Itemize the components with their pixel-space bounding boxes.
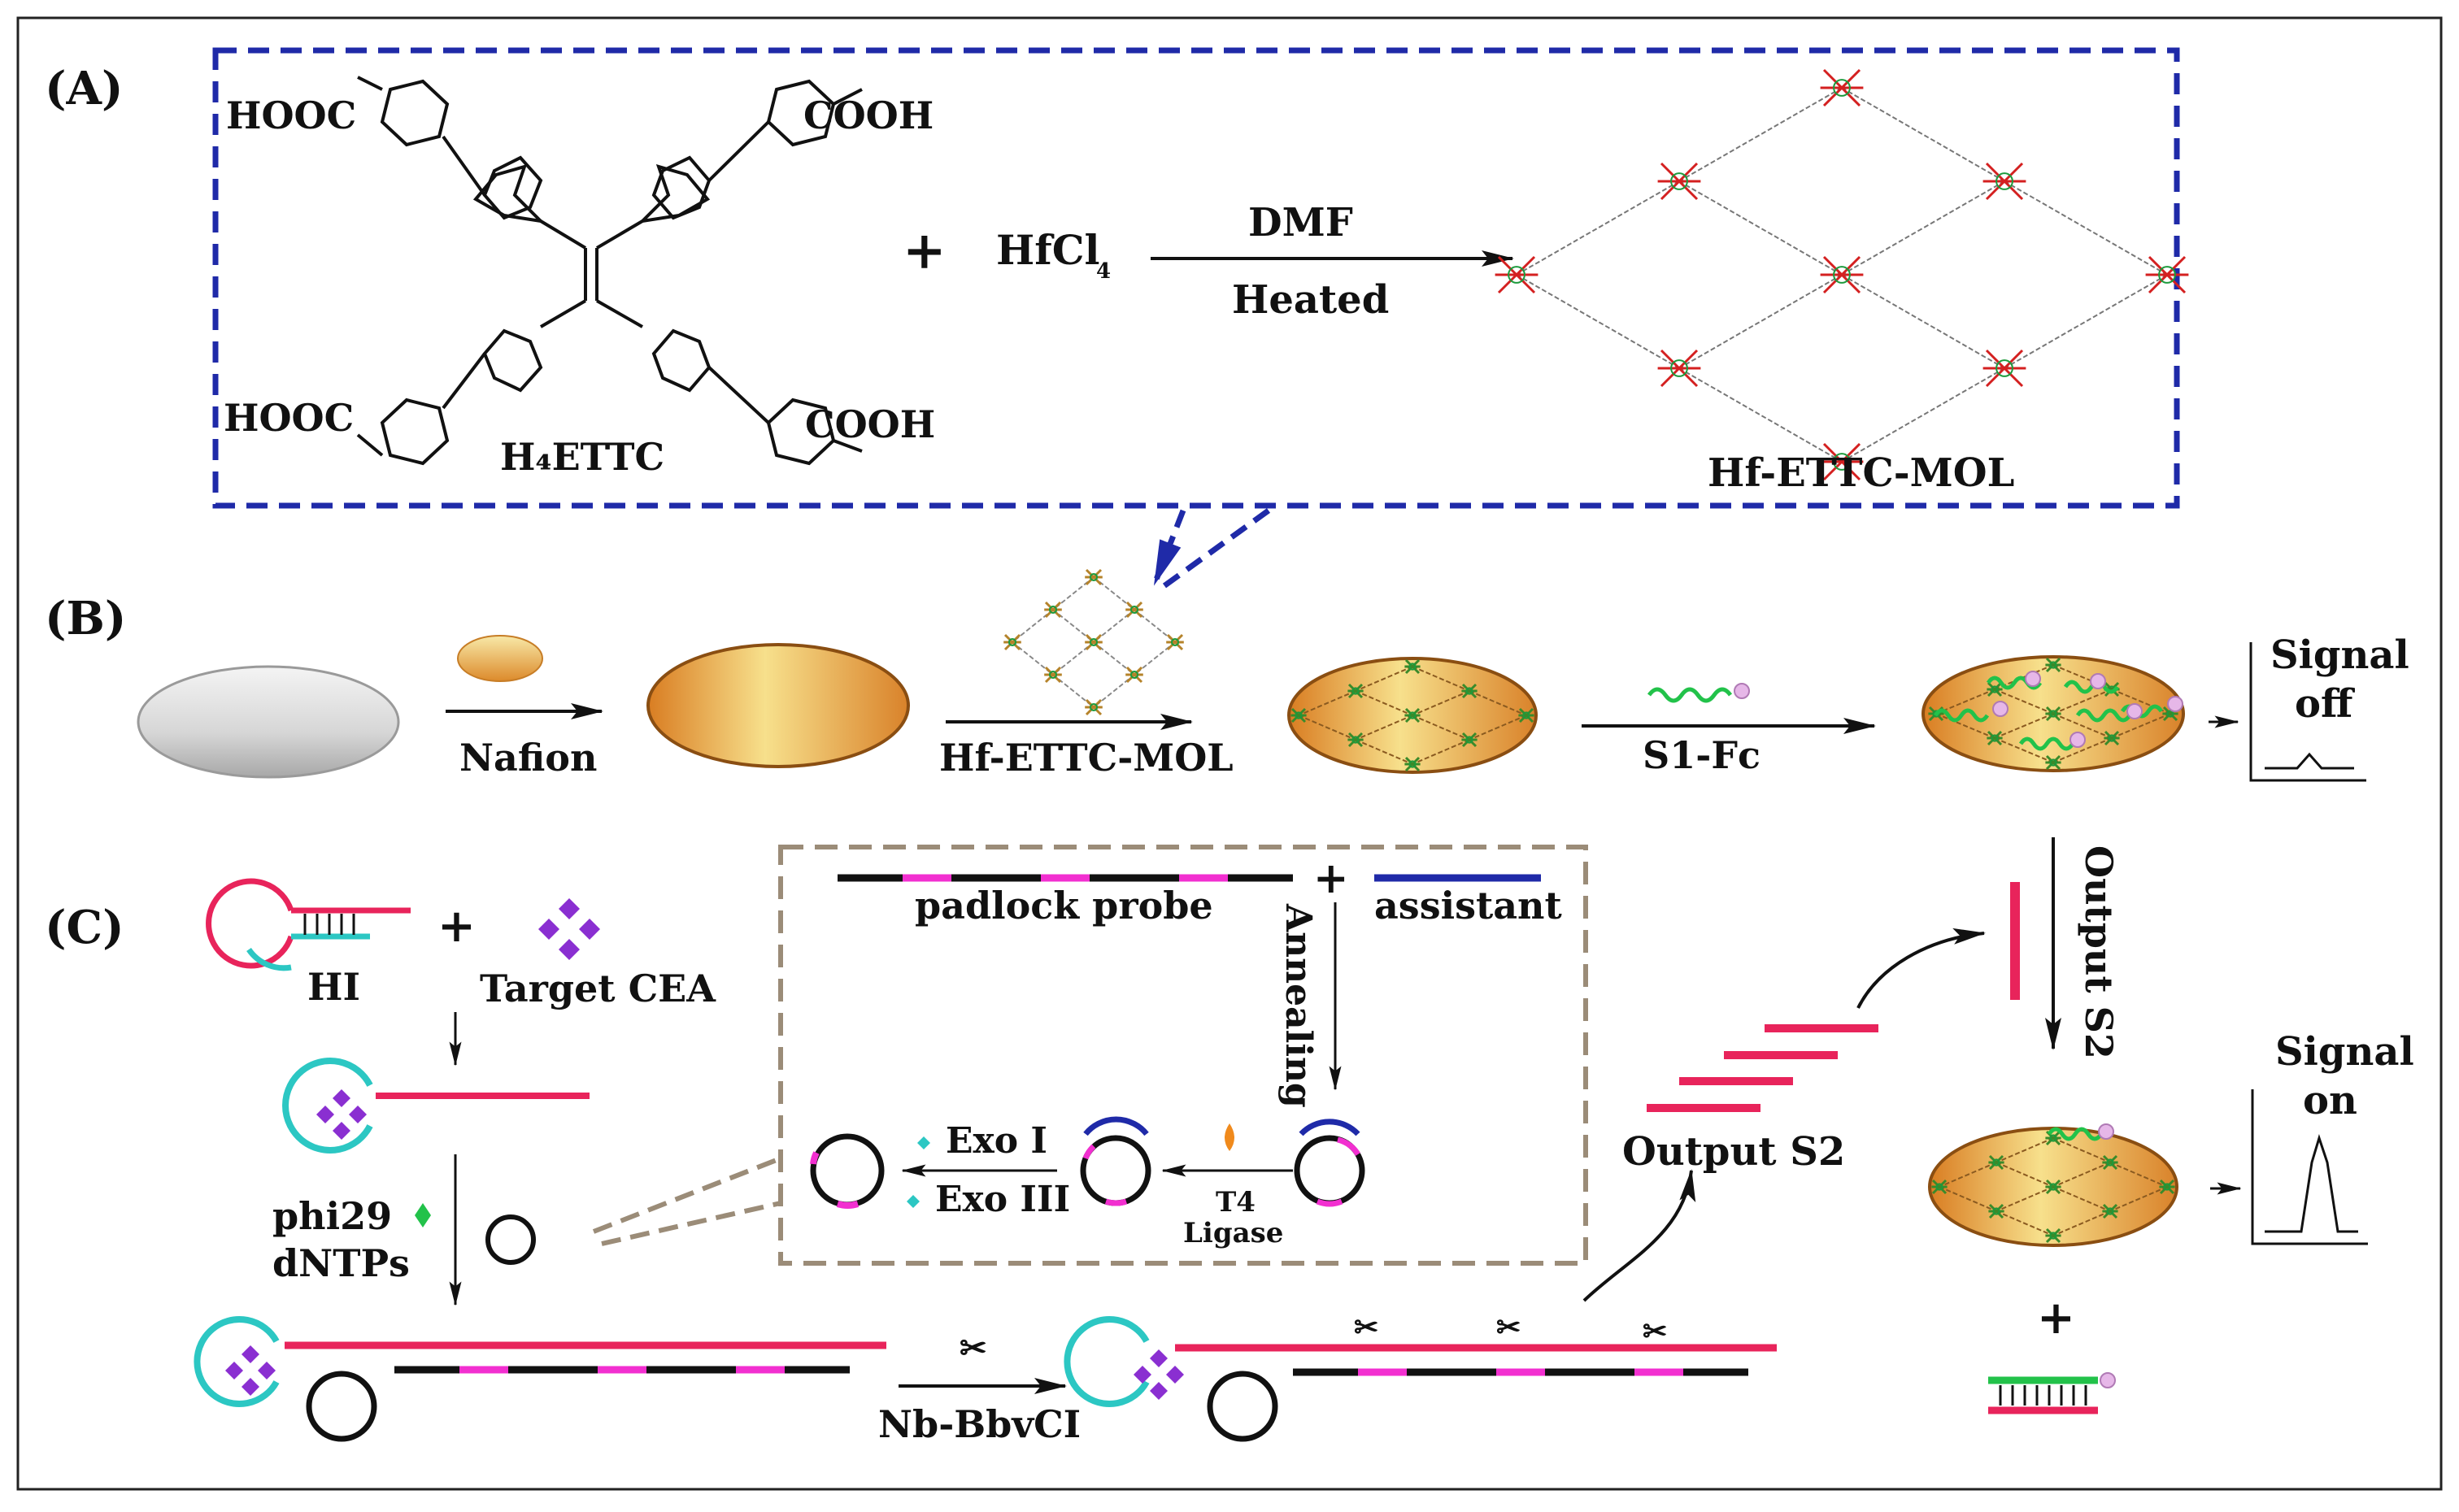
signal-off-plot [2249, 642, 2366, 782]
annealed-assistant [1299, 1119, 1360, 1136]
opened-hairpin [282, 1058, 373, 1154]
signal-off-line2: off [2295, 681, 2355, 727]
ferrocene-icon [1734, 683, 1750, 699]
nicking-label: Nb-BbvCI [878, 1402, 1081, 1446]
padlock-inset [778, 845, 1588, 1266]
acid-group-top-left: HOOC [226, 93, 356, 137]
cea-icon [538, 898, 600, 960]
padlock-label: padlock probe [915, 884, 1213, 928]
plus-sign-bottom: + [2037, 1291, 2075, 1345]
remaining-s1-strand [2047, 1127, 2104, 1141]
rca-hairpin [194, 1316, 280, 1407]
bound-cea-icon [316, 1089, 367, 1140]
s1fc-label: S1-Fc [1643, 733, 1760, 777]
mol-on-electrode-final [1931, 1130, 2175, 1244]
outer-frame [16, 16, 2443, 1491]
plus-sign-inset: + [1313, 854, 1349, 903]
ligase-line2: Ligase [1183, 1217, 1283, 1249]
signal-on-line2: on [2303, 1078, 2357, 1123]
hairpin-base-pairs [303, 914, 355, 935]
panel-label-c: (C) [45, 901, 124, 954]
exo3-label: Exo III [935, 1179, 1070, 1220]
rca-template [306, 1371, 377, 1442]
annealing-label: Annealing [1277, 903, 1319, 1108]
plus-sign-a: + [903, 220, 947, 281]
nicked-hairpin [1064, 1316, 1150, 1407]
inset-callout-top [592, 1156, 782, 1234]
remaining-ferrocene [2098, 1123, 2114, 1140]
acid-group-top-right: COOH [803, 93, 934, 137]
transfer-arrow [1856, 928, 1986, 1009]
bare-electrode [137, 665, 400, 779]
output-s2-label-b: Output S2 [2077, 845, 2121, 1059]
hairpin-hi [206, 878, 411, 971]
nafion-drop-icon [457, 635, 543, 682]
scissors-icon-3: ✂ [1643, 1314, 1667, 1349]
metal-salt-subscript: 4 [1096, 259, 1111, 284]
scissors-icon-2: ✂ [1496, 1310, 1521, 1345]
metal-salt-label: HfCl [996, 226, 1100, 274]
ligand-label: H₄ETTC [500, 435, 664, 479]
ligase-line1: T4 [1216, 1186, 1256, 1219]
ferrocene-dots [1992, 671, 2183, 748]
acid-group-bottom-right: COOH [805, 402, 935, 446]
ligase-icon [1225, 1123, 1234, 1151]
scissors-icon: ✂ [960, 1329, 987, 1367]
panel-label-a: (A) [45, 62, 123, 115]
output-s2-label-c: Output S2 [1622, 1129, 1845, 1175]
nicked-cea-icon [1134, 1349, 1184, 1400]
s1-strand-icon [1647, 687, 1733, 703]
callout-line-right [1160, 508, 1271, 589]
target-label: Target CEA [480, 967, 716, 1010]
output-s2-fragments [1647, 1024, 1878, 1112]
inset-callout-bottom [601, 1201, 781, 1246]
h4ettc-structure [356, 76, 863, 466]
exo3-icon [907, 1195, 920, 1208]
signal-off-line1: Signal [2270, 632, 2409, 678]
plus-sign-c: + [437, 899, 476, 953]
product-label: Hf-ETTC-MOL [1708, 450, 2014, 496]
dntps-label: dNTPs [272, 1241, 410, 1285]
signal-on-line1: Signal [2275, 1029, 2414, 1075]
mol-on-electrode [1290, 658, 1534, 772]
panel-label-b: (B) [45, 592, 126, 645]
reaction-condition: Heated [1232, 277, 1389, 323]
release-arrow [1582, 1169, 1696, 1302]
s1-s2-duplex [1988, 1372, 2116, 1414]
synthesis-box [212, 47, 2180, 509]
callout-line-left [1151, 509, 1186, 586]
mol-on-electrode-s1 [1928, 657, 2178, 771]
circular-padlock [810, 1133, 885, 1208]
nafion-electrode [646, 643, 910, 768]
hairpin-label: HI [307, 965, 360, 1009]
mol-step-label: Hf-ETTC-MOL [939, 736, 1234, 780]
nicked-template [1207, 1371, 1278, 1442]
phi29-label: phi29 [272, 1194, 392, 1238]
circular-template-icon [485, 1214, 536, 1265]
acid-group-bottom-left: HOOC [224, 396, 354, 440]
hf-ettc-mol-network [1495, 68, 2189, 481]
scissors-icon-1: ✂ [1354, 1310, 1378, 1345]
exo1-label: Exo I [946, 1120, 1047, 1162]
signal-on-plot [2251, 1089, 2368, 1245]
assistant-label: assistant [1374, 884, 1562, 928]
mol-sheet-icon [1003, 568, 1184, 716]
reaction-solvent: DMF [1248, 200, 1353, 245]
rca-cea-icon [225, 1345, 276, 1396]
polymerase-icon [415, 1203, 431, 1227]
nafion-label: Nafion [459, 736, 597, 780]
exo1-icon [917, 1136, 930, 1149]
